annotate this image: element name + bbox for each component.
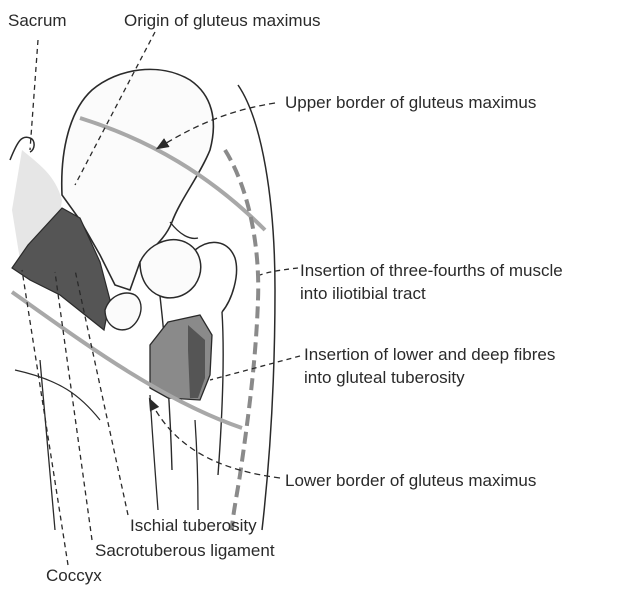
label-upper-border: Upper border of gluteus maximus: [285, 92, 536, 113]
label-sacrotuberous-ligament: Sacrotuberous ligament: [95, 540, 275, 561]
label-insertion-iliotibial-line2: into iliotibial tract: [300, 283, 426, 304]
iliotibial-leader: [260, 268, 298, 275]
leg-line-3: [195, 420, 198, 510]
sacrum-leader-line: [30, 40, 38, 150]
label-sacrum: Sacrum: [8, 10, 67, 31]
ischial-tuberosity-shape: [105, 293, 141, 330]
label-insertion-gluteal-line2: into gluteal tuberosity: [304, 367, 465, 388]
label-lower-border: Lower border of gluteus maximus: [285, 470, 536, 491]
leg-line-4: [15, 370, 100, 420]
femur-shaft-lateral: [218, 312, 223, 475]
label-insertion-gluteal-line1: Insertion of lower and deep fibres: [304, 344, 555, 365]
label-insertion-iliotibial-line1: Insertion of three-fourths of muscle: [300, 260, 563, 281]
label-origin: Origin of gluteus maximus: [124, 10, 321, 31]
label-coccyx: Coccyx: [46, 565, 102, 586]
leg-line-1: [40, 360, 55, 530]
greater-trochanter: [195, 242, 237, 312]
label-ischial-tuberosity: Ischial tuberosity: [130, 515, 257, 536]
ilium-inner-curve: [170, 222, 198, 238]
